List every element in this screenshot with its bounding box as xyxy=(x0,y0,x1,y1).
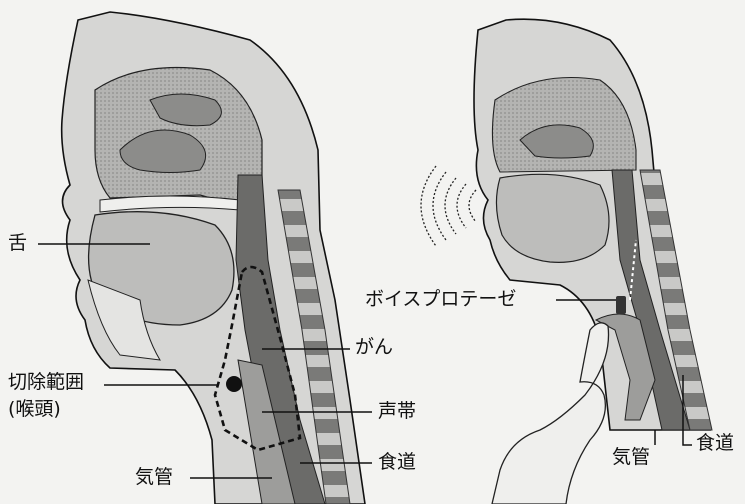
label-resection-range: 切除範囲 xyxy=(8,373,84,392)
label-cancer: がん xyxy=(355,338,393,357)
label-trachea-left: 気管 xyxy=(135,468,173,487)
label-esophagus-right: 食道 xyxy=(696,434,734,453)
label-voice-prosthesis: ボイスプロテーゼ xyxy=(365,290,516,309)
left-head-section xyxy=(62,12,365,504)
label-tongue: 舌 xyxy=(8,234,27,253)
tumor-dot xyxy=(226,376,242,392)
sound-waves-icon xyxy=(421,166,476,246)
label-trachea-right: 気管 xyxy=(612,448,650,467)
voice-prosthesis-device xyxy=(616,296,626,314)
label-resection-larynx: (喉頭) xyxy=(8,400,61,419)
pointing-finger-icon xyxy=(492,323,609,504)
label-vocal-cords: 声帯 xyxy=(378,402,416,421)
label-esophagus-left: 食道 xyxy=(378,453,416,472)
right-head-section xyxy=(421,19,712,504)
